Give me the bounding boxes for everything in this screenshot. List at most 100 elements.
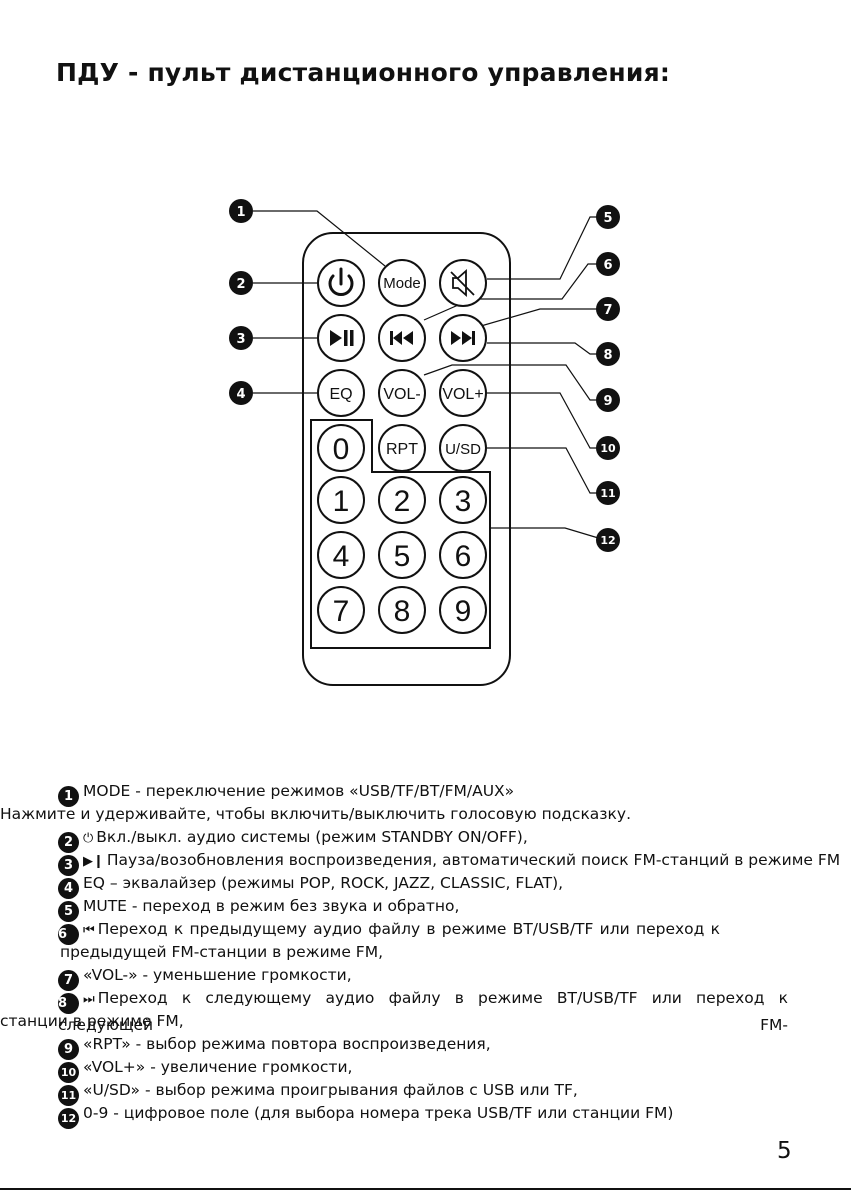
svg-text:6: 6: [603, 258, 612, 273]
badge-11: 11: [58, 1085, 79, 1106]
callout-7: 7: [596, 297, 620, 321]
previous-track-icon: ⏮: [83, 923, 95, 938]
legend-text-10: «VOL+» - увеличение громкости,: [83, 1058, 353, 1076]
digit-1-label: 1: [333, 485, 350, 518]
play-pause-icon: ▶❙: [83, 854, 104, 869]
digit-9-button[interactable]: 9: [439, 586, 487, 634]
legend-text-5: MUTE - переход в режим без звука и обрат…: [83, 897, 460, 915]
next-track-icon: ⏭: [83, 992, 95, 1007]
legend-text-12: 0-9 - цифровое поле (для выбора номера т…: [83, 1104, 674, 1122]
digit-3-button[interactable]: 3: [439, 476, 487, 524]
legend-text-4: EQ – эквалайзер (режимы POP, ROCK, JAZZ,…: [83, 874, 564, 892]
legend-text-9: «RPT» - выбор режима повтора воспроизвед…: [83, 1035, 491, 1053]
digit-2-button[interactable]: 2: [378, 476, 426, 524]
remote-control-diagram: Mode: [229, 199, 620, 686]
legend-item-3: 3▶❙Пауза/возобновления воспроизведения, …: [58, 849, 840, 876]
svg-text:3: 3: [236, 332, 245, 347]
badge-5: 5: [58, 901, 79, 922]
badge-10: 10: [58, 1062, 79, 1083]
badge-9: 9: [58, 1039, 79, 1060]
svg-text:5: 5: [603, 211, 612, 226]
badge-1: 1: [58, 786, 79, 807]
callout-8: 8: [596, 342, 620, 366]
badge-2: 2: [58, 832, 79, 853]
digit-area-outline: [310, 419, 491, 649]
digit-6-label: 6: [455, 540, 472, 573]
power-icon: ⏻: [83, 831, 94, 846]
svg-text:11: 11: [600, 487, 615, 500]
legend-item-6b: предыдущей FM-станции в режиме FM,: [60, 941, 383, 964]
vol-minus-button[interactable]: VOL-: [378, 369, 426, 417]
legend-item-1b: Нажмите и удерживайте, чтобы включить/вы…: [0, 803, 631, 826]
legend-item-6: 6 ⏮Переход к предыдущему аудио файлу в ре…: [58, 918, 720, 945]
legend-text-3: Пауза/возобновления воспроизведения, авт…: [106, 851, 841, 869]
legend-text-6: Переход к предыдущему аудио файлу в режи…: [97, 920, 720, 938]
callout-11: 11: [596, 481, 620, 505]
badge-12: 12: [58, 1108, 79, 1129]
legend-text-7: «VOL-» - уменьшение громкости,: [83, 966, 352, 984]
digit-7-button[interactable]: 7: [317, 586, 365, 634]
digit-9-label: 9: [455, 595, 472, 628]
digit-5-button[interactable]: 5: [378, 531, 426, 579]
next-track-button[interactable]: [439, 314, 487, 362]
callout-5: 5: [596, 205, 620, 229]
legend-text-1b: Нажмите и удерживайте, чтобы включить/вы…: [0, 805, 632, 823]
page-title: ПДУ - пульт дистанционного управления:: [56, 58, 671, 87]
legend-item-8: 8 ⏭Переход к следующему аудио файлу в реж…: [58, 987, 788, 1037]
usd-button[interactable]: U/SD: [439, 424, 487, 472]
svg-text:4: 4: [236, 387, 245, 402]
callout-12: 12: [596, 528, 620, 552]
mute-button[interactable]: [439, 259, 487, 307]
legend-item-2: 2⏻Вкл./выкл. аудио системы (режим STANDB…: [58, 826, 528, 853]
digit-3-label: 3: [455, 485, 472, 518]
callout-10: 10: [596, 436, 620, 460]
eq-button[interactable]: EQ: [317, 369, 365, 417]
callout-6: 6: [596, 252, 620, 276]
power-icon: [328, 267, 354, 296]
previous-track-icon: [390, 331, 413, 345]
play-pause-icon: [330, 330, 354, 346]
svg-text:7: 7: [603, 303, 612, 318]
mode-button[interactable]: Mode: [378, 259, 426, 307]
digit-6-button[interactable]: 6: [439, 531, 487, 579]
badge-7: 7: [58, 970, 79, 991]
page-number: 5: [777, 1138, 792, 1164]
digit-4-button[interactable]: 4: [317, 531, 365, 579]
digit-8-button[interactable]: 8: [378, 586, 426, 634]
callout-1: 1: [229, 199, 253, 223]
power-button[interactable]: [317, 259, 365, 307]
legend-item-10: 10«VOL+» - увеличение громкости,: [58, 1056, 352, 1083]
leader-lines: [253, 210, 606, 541]
svg-text:9: 9: [603, 394, 612, 409]
legend-item-8b: станции в режиме FM,: [0, 1010, 184, 1033]
callout-9: 9: [596, 388, 620, 412]
digit-0-label: 0: [333, 433, 350, 466]
callout-3: 3: [229, 326, 253, 350]
digit-0-button[interactable]: 0: [317, 424, 365, 472]
legend-item-11: 11«U/SD» - выбор режима проигрывания фай…: [58, 1079, 578, 1106]
vol-plus-button-label: VOL+: [442, 386, 483, 403]
legend-text-1: MODE - переключение режимов «USB/TF/BT/F…: [83, 782, 515, 800]
play-pause-button[interactable]: [317, 314, 365, 362]
next-track-icon: [451, 331, 475, 345]
legend-text-11: «U/SD» - выбор режима проигрывания файло…: [83, 1081, 578, 1099]
badge-4: 4: [58, 878, 79, 899]
digit-1-button[interactable]: 1: [317, 476, 365, 524]
svg-text:10: 10: [600, 442, 616, 455]
legend-text-8: Переход к следующему аудио файлу в режим…: [58, 989, 788, 1034]
badge-8: 8: [58, 993, 79, 1014]
mute-icon: [450, 269, 475, 297]
vol-minus-button-label: VOL-: [383, 386, 420, 403]
digit-5-label: 5: [394, 540, 411, 573]
badge-6: 6: [58, 924, 79, 945]
callout-2: 2: [229, 271, 253, 295]
svg-text:2: 2: [236, 277, 245, 292]
rpt-button[interactable]: RPT: [378, 424, 426, 472]
previous-track-button[interactable]: [378, 314, 426, 362]
bottom-rule: [0, 1188, 851, 1190]
remote-body: [302, 232, 511, 686]
rpt-button-label: RPT: [386, 441, 418, 458]
vol-plus-button[interactable]: VOL+: [439, 369, 487, 417]
